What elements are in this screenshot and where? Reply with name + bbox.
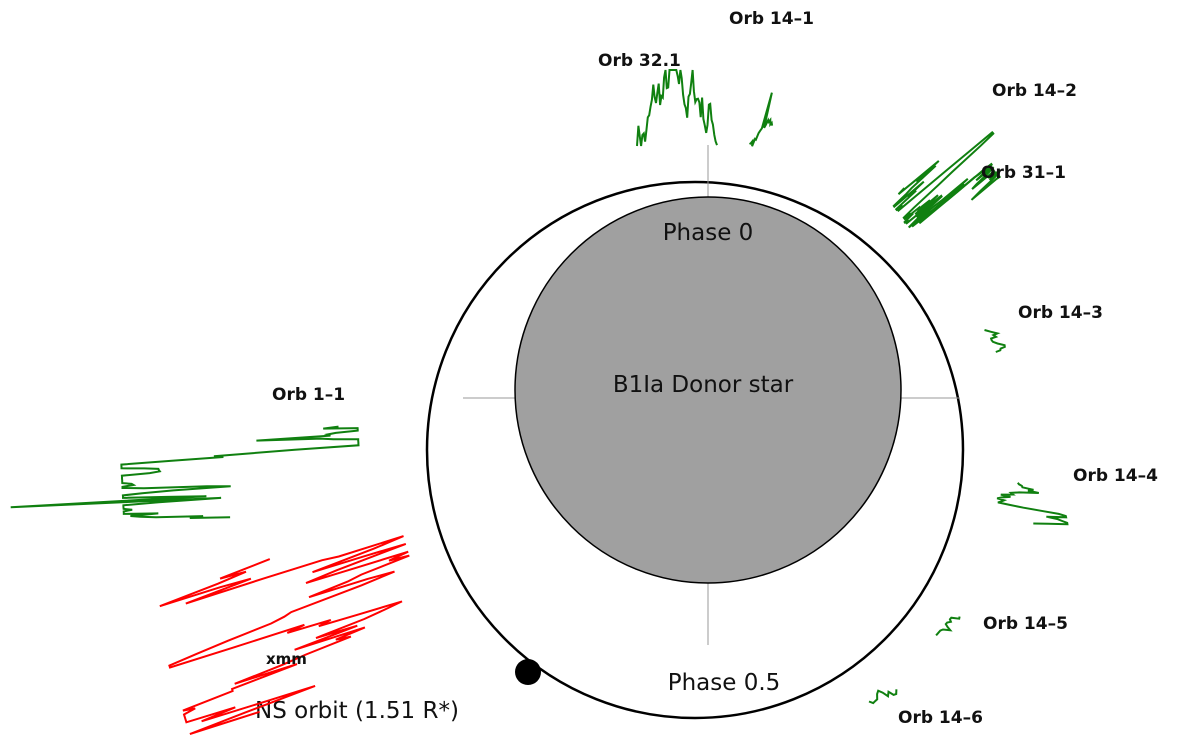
- curve-xmm: [159, 535, 410, 735]
- curve-orb14-4: [996, 482, 1069, 526]
- light-curves: [10, 69, 1069, 735]
- donor-star: [514, 196, 902, 584]
- star-label: B1Ia Donor star: [613, 372, 794, 398]
- curve-orb32-1: [636, 69, 718, 147]
- curve-orb14-3: [984, 329, 1006, 353]
- curve-orb1-1: [10, 425, 360, 519]
- neutron-star-marker: [515, 659, 541, 685]
- curve-orb14-6: [868, 689, 898, 705]
- label-orb14-1: Orb 14–1: [729, 9, 814, 29]
- label-orb32-1: Orb 32.1: [598, 51, 681, 71]
- label-orb14-6: Orb 14–6: [898, 708, 983, 728]
- phase-05-label: Phase 0.5: [668, 670, 781, 696]
- ns-orbit-circle: [425, 180, 965, 720]
- label-orb14-2: Orb 14–2: [992, 81, 1077, 101]
- label-orb1-1: Orb 1–1: [272, 385, 345, 405]
- curve-orb14-5: [935, 616, 961, 637]
- curve-orb14-2: [892, 130, 995, 228]
- label-orb14-4: Orb 14–4: [1073, 466, 1158, 486]
- label-orb14-3: Orb 14–3: [1018, 303, 1103, 323]
- phase-0-label: Phase 0: [663, 220, 754, 246]
- curve-orb14-1: [749, 92, 774, 147]
- label-orb31-1: Orb 31–1: [981, 163, 1066, 183]
- label-xmm: xmm: [266, 650, 307, 668]
- curve-orb31-1: [903, 162, 1002, 229]
- label-orb14-5: Orb 14–5: [983, 614, 1068, 634]
- ns-orbit-label: NS orbit (1.51 R*): [255, 698, 459, 724]
